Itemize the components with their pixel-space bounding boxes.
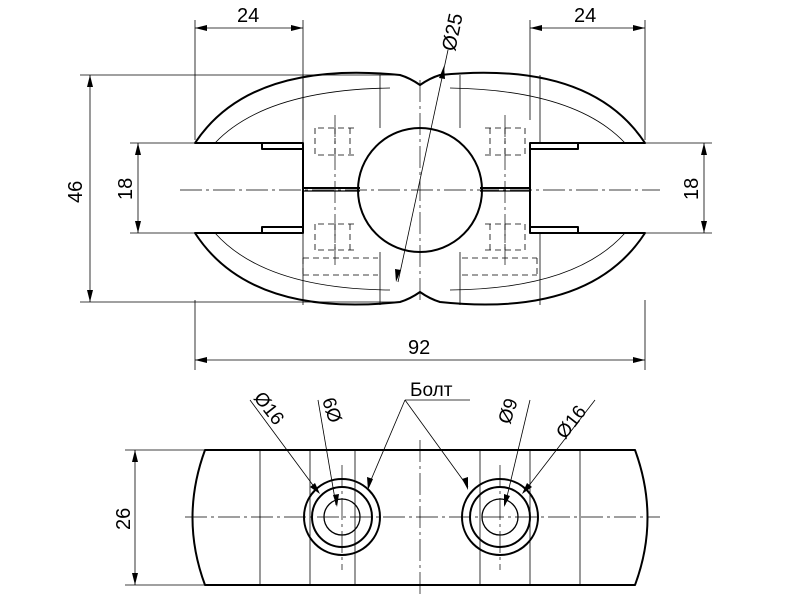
dim-total-height-label: 46 [65,181,87,203]
bolt-callout: Болт [367,380,470,490]
hidden-bolt-holes [302,127,538,276]
bolt-label: Болт [410,380,453,401]
dim-right-counterbore: Ø16 [522,399,596,494]
dim-slot-right: 18 [645,142,712,234]
dim-right-hole-label: Ø9 [495,396,523,427]
inner-arc-top-left [214,87,391,144]
left-jaw [195,142,304,234]
inner-arc-top-right [449,87,626,144]
right-jaw [529,142,645,234]
top-view: 24 24 Ø25 46 [65,5,712,370]
dim-total-length-label: 92 [408,337,430,359]
dim-bore-diameter: Ø25 [395,11,468,283]
dim-total-height: 46 [65,74,400,303]
dim-slot-left-label: 18 [115,178,137,200]
dim-right-counterbore-label: Ø16 [552,402,591,443]
dim-left-hole: 6Ø [317,395,345,507]
dim-right-width: 24 [529,5,646,140]
dim-slot-left: 18 [115,142,195,234]
dim-left-width: 24 [194,5,304,140]
dim-bore-diameter-label: Ø25 [438,11,467,53]
dim-left-counterbore-label: Ø16 [249,388,288,429]
dim-total-length: 92 [194,300,646,370]
bottom-view: 26 Болт Ø16 6Ø Ø9 [113,380,660,595]
bottom-body [191,449,649,586]
dim-left-width-label: 24 [237,5,259,27]
inner-arc-bottom-right [449,232,626,291]
dim-slot-right-label: 18 [681,178,703,200]
dim-right-width-label: 24 [574,5,596,27]
inner-arc-bottom-left [214,232,391,291]
dim-bottom-height-label: 26 [113,508,135,530]
dim-bottom-height: 26 [113,449,205,586]
